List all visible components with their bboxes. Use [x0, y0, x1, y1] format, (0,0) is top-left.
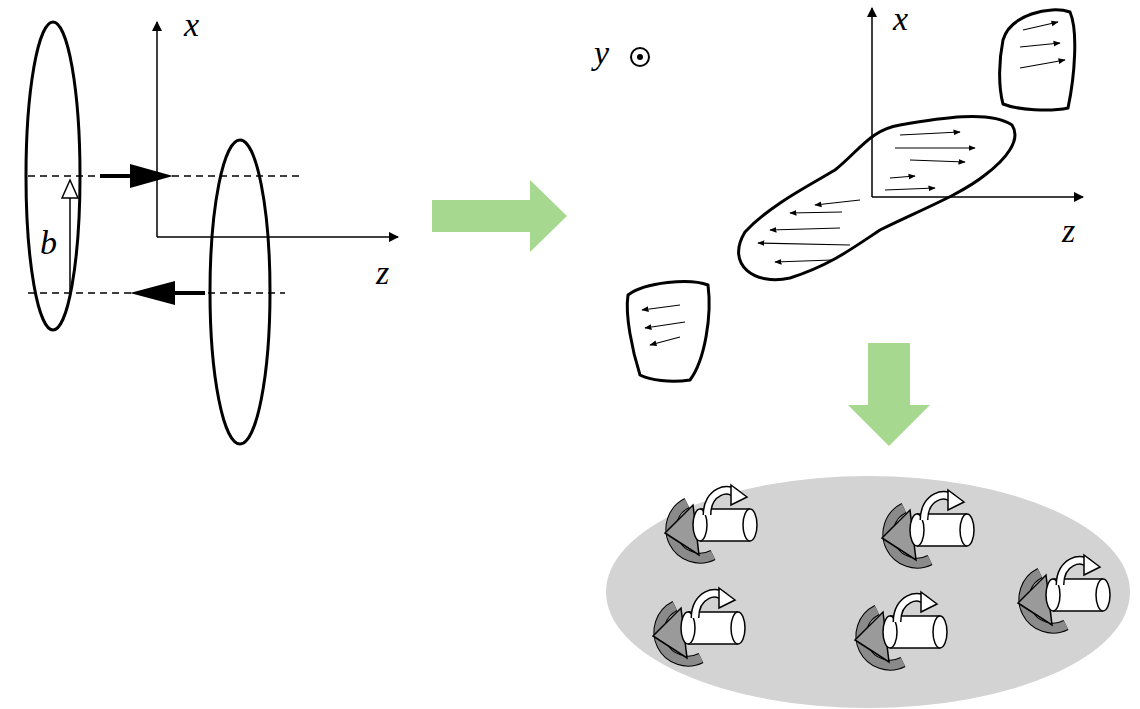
axis-label: z [376, 256, 389, 290]
axis-label: y [594, 36, 609, 70]
axis-label: x [184, 8, 199, 42]
axis-label: z [1062, 214, 1075, 248]
impact-parameter-label: b [40, 226, 57, 260]
axis-label: x [893, 2, 908, 36]
